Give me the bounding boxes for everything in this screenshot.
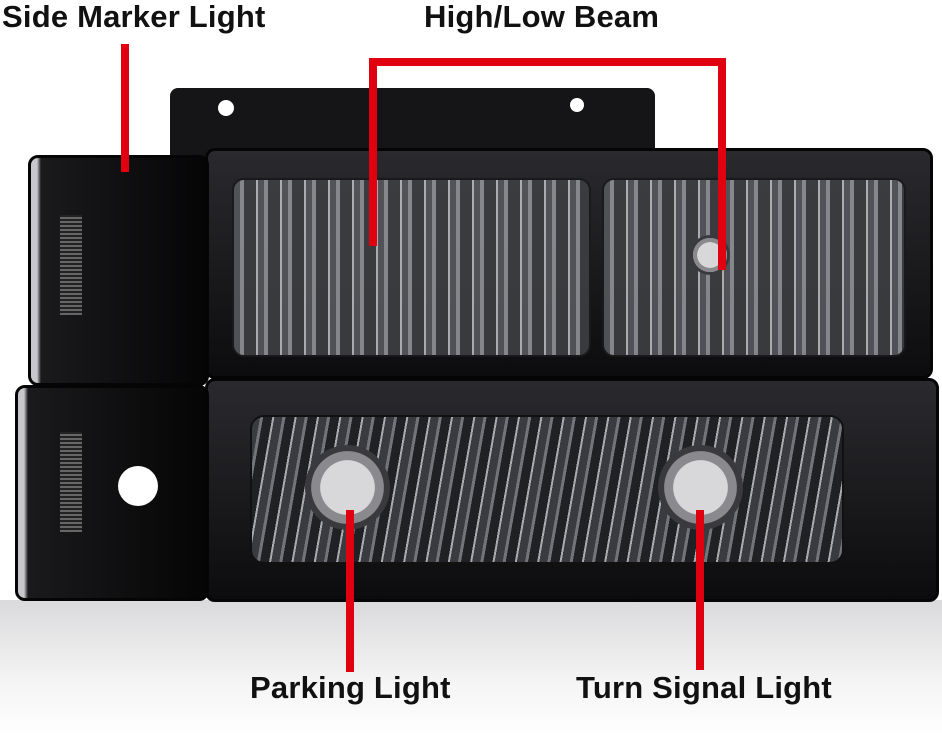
bracket-hole <box>218 100 234 116</box>
label-high-low-beam: High/Low Beam <box>424 0 660 34</box>
label-turn-signal-light: Turn Signal Light <box>576 670 832 705</box>
high-low-beam-lens-left <box>232 178 591 357</box>
marker-mesh <box>60 215 82 315</box>
floor-reflection <box>0 600 942 740</box>
callout-line-parking <box>346 510 354 672</box>
callout-line-beam-left <box>369 58 377 246</box>
side-marker-lower <box>15 385 209 601</box>
callout-line-beam-top <box>369 58 726 66</box>
callout-line-beam-right <box>718 58 726 270</box>
label-side-marker-light: Side Marker Light <box>2 0 266 34</box>
marker-socket-hole <box>118 466 158 506</box>
high-low-beam-lens-right <box>602 178 906 357</box>
callout-line-turn-signal <box>696 510 704 670</box>
callout-line-side-marker <box>121 44 129 172</box>
bracket-hole <box>570 98 584 112</box>
side-marker-upper <box>28 155 209 386</box>
label-parking-light: Parking Light <box>250 670 451 705</box>
marker-mesh <box>60 432 82 532</box>
